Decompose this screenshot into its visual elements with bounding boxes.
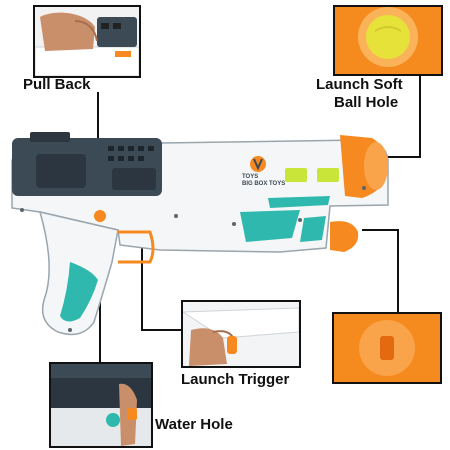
soft-ball-label-line2: Ball Hole [334,94,399,111]
soft-ball-leader [385,72,421,158]
water-hole-label: Water Hole [155,416,233,433]
lower-nozzle [330,221,359,252]
nozzle-hole-icon [380,336,394,360]
launch-trigger-label: Launch Trigger [181,371,290,388]
water-hole-photo [51,364,151,446]
front-nozzle-inset [332,312,442,384]
front-nozzle-leader [362,229,399,312]
brand-logo [250,156,266,172]
level-window-2 [317,168,339,182]
logo-text: TOYS BIG BOX TOYS [242,174,285,188]
logo-line2: BIG BOX TOYS [242,181,286,187]
soft-ball-label: Launch Soft Ball Hole [316,76,403,112]
grip-teal-panel [60,262,98,322]
soft-ball-inset [333,5,443,76]
launch-trigger-inset [181,300,301,368]
trigger [118,230,155,264]
front-nozzle-photo [334,314,440,382]
trigger-icon [227,336,237,354]
pull-back-inset [33,5,141,78]
pull-back-label: Pull Back [23,76,91,93]
water-hole-plug [94,210,106,222]
soft-ball-photo [335,7,441,74]
pull-back-photo [35,12,139,76]
teal-panel-1 [240,210,300,242]
soft-ball-label-line1: Launch Soft [316,76,403,93]
soft-ball-icon [366,15,410,59]
water-hole-icon [106,413,120,427]
launch-trigger-photo [183,302,299,366]
logo-line1: TOYS [242,174,259,180]
level-window-1 [285,168,307,182]
water-hole-inset [49,362,153,448]
